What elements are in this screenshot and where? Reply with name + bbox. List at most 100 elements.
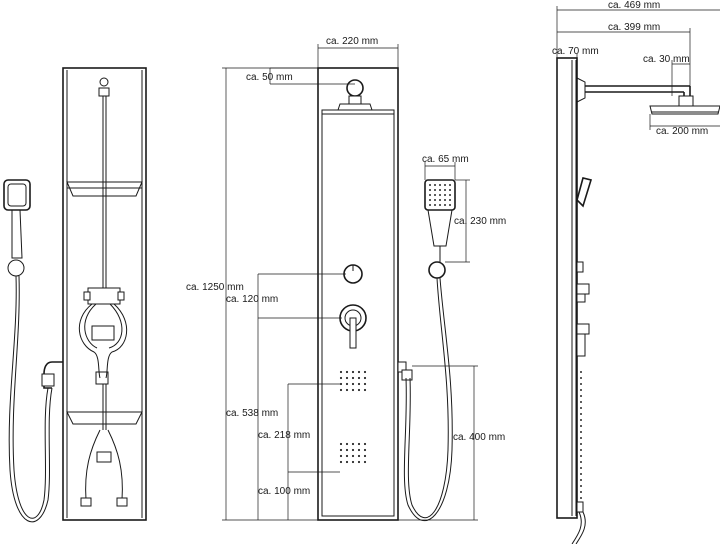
nozzle-dot	[580, 461, 582, 463]
nozzle-dot	[580, 419, 582, 421]
dimension-labels: ca. 220 mm ca. 50 mm ca. 1250 mm ca. 120…	[186, 0, 708, 497]
nozzle-dot	[363, 454, 367, 458]
nozzle-dot	[439, 204, 441, 206]
dim-hand-shower-width: ca. 65 mm	[422, 154, 469, 165]
nozzle-dot	[580, 425, 582, 427]
nozzle-dot	[429, 204, 431, 206]
nozzle-dot	[351, 460, 355, 464]
nozzle-dot	[439, 184, 441, 186]
nozzle-dot	[580, 473, 582, 475]
nozzle-dot	[339, 448, 343, 452]
valve-block-icon	[87, 287, 121, 305]
nozzle-dot	[444, 199, 446, 201]
dim-panel-depth: ca. 70 mm	[552, 46, 599, 57]
dim-hand-shower-length: ca. 230 mm	[454, 216, 506, 227]
nozzle-dot	[363, 376, 367, 380]
nozzle-dot	[345, 460, 349, 464]
nozzle-dot	[580, 497, 582, 499]
nozzle-dot	[449, 184, 451, 186]
dim-hose-connection: ca. 400 mm	[453, 432, 505, 443]
front-panel-outline	[317, 67, 399, 521]
side-panel-outline	[556, 57, 578, 519]
nozzle-dot	[351, 454, 355, 458]
nozzle-dot	[363, 448, 367, 452]
nozzle-dot	[444, 204, 446, 206]
nozzle-dot	[580, 485, 582, 487]
dim-top-holder: ca. 50 mm	[246, 72, 293, 83]
nozzle-dot	[345, 454, 349, 458]
nozzle-dot	[580, 431, 582, 433]
dim-nozzle-low: ca. 100 mm	[258, 486, 310, 497]
nozzle-dot	[429, 194, 431, 196]
nozzle-dot	[580, 437, 582, 439]
nozzle-dot	[357, 460, 361, 464]
nozzle-dot	[444, 194, 446, 196]
dim-mixer-distance: ca. 120 mm	[226, 294, 278, 305]
nozzle-dot	[345, 442, 349, 446]
nozzle-dot	[434, 204, 436, 206]
nozzle-dot	[449, 199, 451, 201]
nozzle-dot	[580, 413, 582, 415]
nozzle-dot	[351, 448, 355, 452]
nozzle-dot	[580, 443, 582, 445]
dim-width-front: ca. 220 mm	[326, 36, 378, 47]
dim-rain-head: ca. 200 mm	[656, 126, 708, 137]
nozzle-dot	[339, 376, 343, 380]
nozzle-dot	[351, 388, 355, 392]
nozzle-dot	[363, 460, 367, 464]
nozzle-dot	[449, 189, 451, 191]
back-panel-outline	[62, 67, 147, 521]
nozzle-dot	[429, 189, 431, 191]
top-mount-icon	[99, 77, 109, 87]
back-shelf-upper	[66, 181, 143, 197]
nozzle-dot	[357, 388, 361, 392]
nozzle-dot	[363, 382, 367, 386]
nozzle-dot	[429, 184, 431, 186]
nozzle-dot	[434, 184, 436, 186]
nozzle-dot	[449, 204, 451, 206]
nozzle-dot	[357, 370, 361, 374]
front-glass-inset	[321, 109, 395, 517]
back-shelf-lower	[66, 411, 143, 425]
nozzle-dot	[580, 455, 582, 457]
nozzle-dot	[357, 382, 361, 386]
nozzle-dot	[580, 389, 582, 391]
dim-arm-drop: ca. 30 mm	[643, 54, 690, 65]
nozzle-dot	[444, 189, 446, 191]
nozzle-dot	[351, 376, 355, 380]
nozzle-dot	[339, 382, 343, 386]
nozzle-dot	[345, 448, 349, 452]
dim-total-height: ca. 1250 mm	[186, 282, 244, 293]
nozzle-dot	[357, 442, 361, 446]
nozzle-dot	[439, 194, 441, 196]
nozzle-dot	[339, 388, 343, 392]
nozzle-dot	[351, 442, 355, 446]
hand-shower-front-icon	[403, 179, 456, 522]
nozzle-dot	[444, 184, 446, 186]
nozzle-dot	[351, 382, 355, 386]
nozzle-dot	[345, 376, 349, 380]
nozzle-dot	[580, 401, 582, 403]
nozzle-dot	[434, 189, 436, 191]
nozzle-dot	[357, 454, 361, 458]
nozzle-dot	[580, 467, 582, 469]
nozzle-dot	[339, 454, 343, 458]
dim-nozzle-upper: ca. 538 mm	[226, 408, 278, 419]
nozzle-dot	[434, 199, 436, 201]
nozzle-dot	[449, 194, 451, 196]
nozzle-dot	[580, 479, 582, 481]
nozzle-dot	[439, 199, 441, 201]
dim-total-depth: ca. 469 mm	[608, 0, 660, 11]
side-hand-shower-icon	[576, 177, 593, 208]
nozzle-dot	[345, 388, 349, 392]
body-jet-nozzles-icon	[339, 370, 367, 392]
nozzle-dot	[580, 383, 582, 385]
nozzle-dot	[580, 449, 582, 451]
rain-shower-head-icon	[649, 105, 720, 115]
nozzle-dot	[351, 370, 355, 374]
body-jet-nozzles-lower-icon	[339, 442, 367, 464]
nozzle-dot	[580, 407, 582, 409]
nozzle-dot	[363, 388, 367, 392]
nozzle-dot	[580, 377, 582, 379]
